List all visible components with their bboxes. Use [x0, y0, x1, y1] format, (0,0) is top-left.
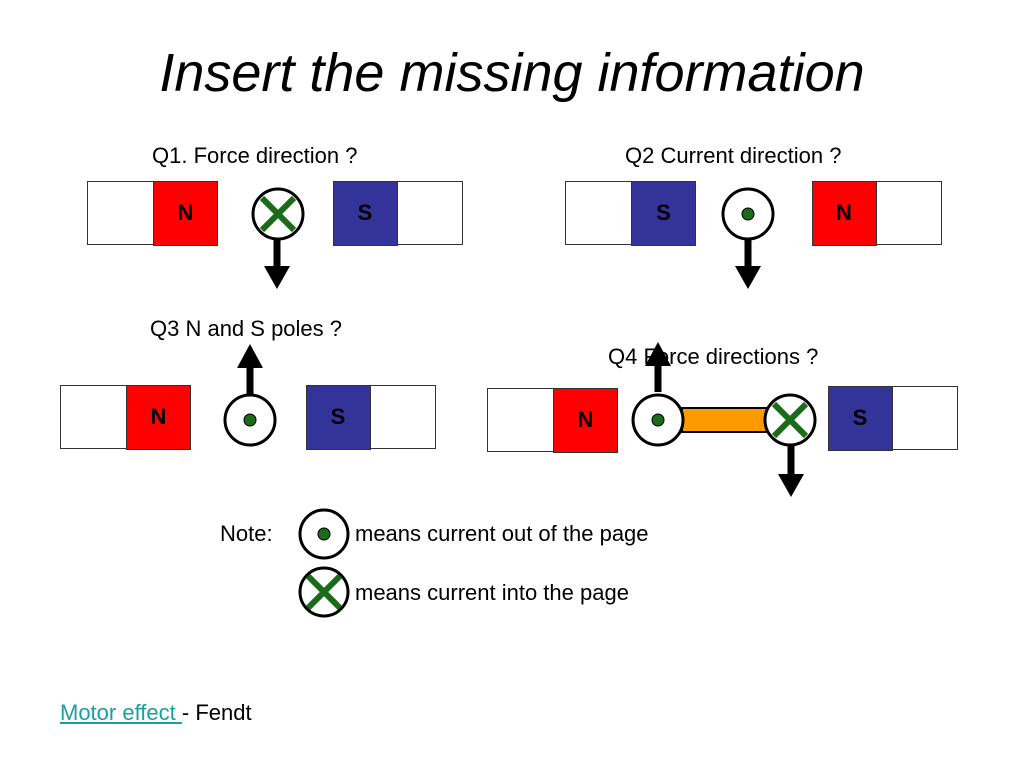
q3-right-pole: S: [305, 384, 371, 450]
q3-arrow-up-icon: [237, 344, 263, 368]
q2-wire: [721, 187, 775, 289]
q4-connector: [681, 407, 773, 433]
q2-dot-icon: [741, 207, 755, 221]
question-4-label: Q4 Force directions ?: [608, 344, 819, 369]
q4-south-pole: S: [827, 385, 893, 451]
q4-arrow-up-icon: [645, 342, 671, 366]
q4-coil: [631, 342, 817, 497]
q3-left-magnet: N: [60, 384, 191, 450]
q3-wire: [223, 344, 277, 447]
q1-right-magnet: S: [332, 180, 463, 246]
q1-north-pole: N: [153, 180, 218, 246]
q2-right-magnet: N: [811, 180, 942, 246]
note-out-symbol: [298, 508, 350, 560]
page-title: Insert the missing information: [159, 43, 865, 103]
q3-left-pole: N: [126, 384, 191, 450]
note-in-symbol: [298, 566, 350, 618]
q2-arrow-down-icon: [735, 266, 761, 289]
q2-north-pole: N: [811, 180, 877, 246]
q3-right-magnet: S: [305, 384, 436, 450]
q1-south-pole: S: [332, 180, 398, 246]
footer: Motor effect - Fendt: [60, 700, 252, 726]
q4-arrow-down-icon: [778, 474, 804, 497]
q4-right-magnet: S: [827, 385, 958, 451]
q3-dot-icon: [243, 413, 257, 427]
note-label: Note:: [220, 521, 273, 546]
note-in-text: means current into the page: [355, 580, 629, 605]
q4-north-pole: N: [553, 387, 618, 453]
question-2-label: Q2 Current direction ?: [625, 143, 842, 168]
q4-dot-icon: [651, 413, 665, 427]
motor-effect-link[interactable]: Motor effect: [60, 700, 182, 725]
note-out-text: means current out of the page: [355, 521, 649, 546]
q1-wire-into-page: [251, 187, 305, 289]
footer-author: - Fendt: [181, 700, 252, 725]
question-1-label: Q1. Force direction ?: [152, 143, 358, 168]
q1-left-magnet: N: [87, 180, 218, 246]
note-dot-icon: [317, 527, 331, 541]
question-3-label: Q3 N and S poles ?: [150, 316, 343, 341]
q4-left-magnet: N: [487, 387, 618, 453]
q2-left-magnet: S: [565, 180, 696, 246]
q2-south-pole: S: [631, 180, 696, 246]
q1-arrow-down-icon: [264, 266, 290, 289]
